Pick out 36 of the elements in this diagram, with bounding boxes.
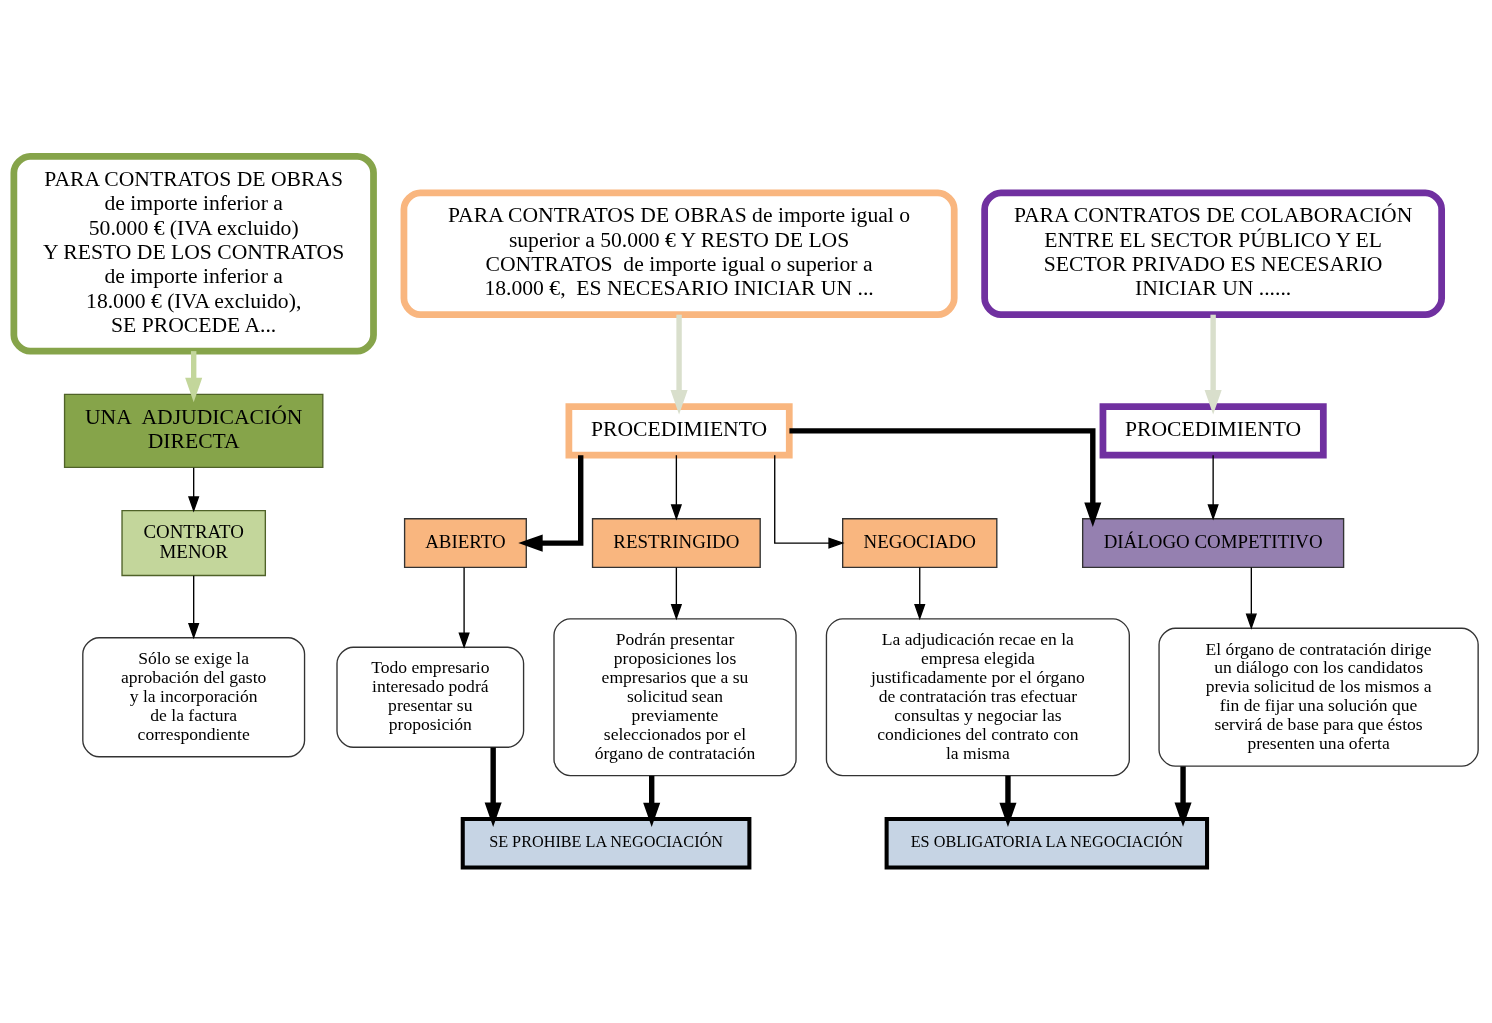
node-box: DIÁLOGO COMPETITIVO [1082, 517, 1345, 568]
node-box: PROCEDIMIENTO [565, 402, 793, 459]
node-box: ABIERTO [403, 517, 527, 568]
node-box: PARA CONTRATOS DE OBRAS de importe igual o superior a 50.000 € Y RESTO DE LOS CONTRATOS de importe igual o superior a 18.000 €, ES NECESARIO INICIAR UN ... [400, 189, 958, 318]
node-box: RESTRINGIDO [591, 517, 761, 568]
node-box: Podrán presentar proposiciones los empresarios que a su solicitud sean previamente seleccionados por el órgano de contratación [553, 617, 797, 776]
node-box: Sólo se exige la aprobación del gasto y la incorporación de la factura correspondiente [82, 636, 306, 757]
arrow [1245, 566, 1257, 630]
node-box: NEGOCIADO [842, 517, 998, 568]
arrow [774, 454, 845, 549]
arrow [188, 574, 200, 639]
node-box: PARA CONTRATOS DE COLABORACIÓN ENTRE EL SECTOR PÚBLICO Y EL SECTOR PRIVADO ES NECESARIO INICIAR UN ...... [981, 189, 1445, 318]
node-box: El órgano de contratación dirige un diálogo con los candidatos previa solicitud de los mismos a fin de fijar una solución que servirá de base para que éstos presenten una oferta [1158, 627, 1479, 767]
arrow [670, 566, 683, 620]
arrow [914, 566, 926, 620]
arrow [185, 350, 203, 402]
node-box: UNA ADJUDICACIÓN DIRECTA [63, 393, 324, 468]
node-box: La adjudicación recae en la empresa elegida justificadamente por el órgano de contratación tras efectuar consultas y negociar las condiciones del contrato con la misma [825, 617, 1130, 776]
node-box: PARA CONTRATOS DE OBRAS de importe inferior a 50.000 € (IVA excluido) Y RESTO DE LOS CONTRATOS de importe inferior a 18.000 € (IVA excluido), SE PROCEDE A... [10, 152, 377, 354]
arrow [670, 454, 683, 520]
node-box: PROCEDIMIENTO [1099, 402, 1327, 459]
arrow [1207, 454, 1219, 520]
node-box: ES OBLIGATORIA LA NEGOCIACIÓN [884, 816, 1210, 870]
node-box: Todo empresario interesado podrá presentar su proposición [336, 646, 525, 748]
arrow [1204, 314, 1222, 414]
arrow [643, 775, 661, 827]
arrow [789, 427, 1102, 527]
arrow [670, 314, 688, 414]
arrow [484, 747, 502, 827]
node-box: SE PROHIBE LA NEGOCIACIÓN [460, 816, 752, 870]
node-box: CONTRATO MENOR [121, 509, 266, 576]
arrow [999, 775, 1017, 827]
arrow [518, 454, 584, 552]
arrow [458, 566, 470, 649]
arrow [188, 466, 200, 512]
arrow [1174, 765, 1192, 827]
